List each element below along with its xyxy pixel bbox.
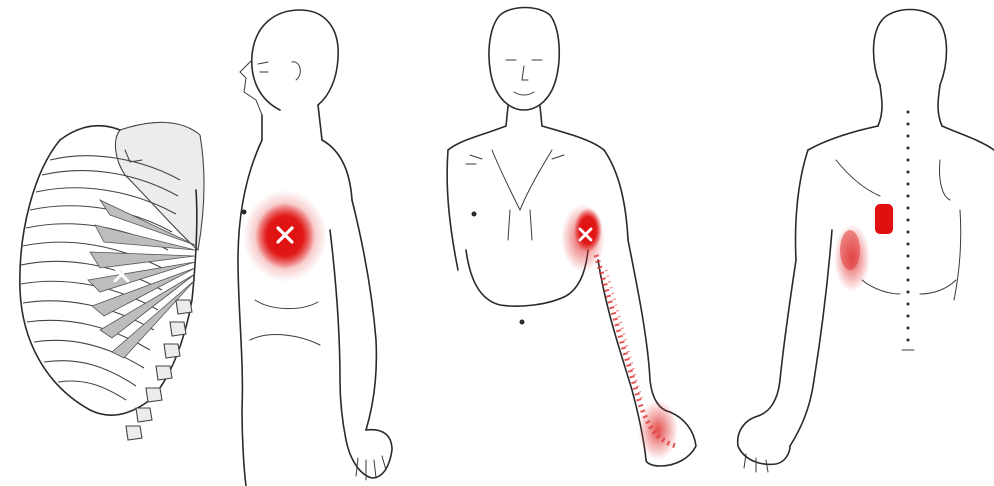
front-view-panel bbox=[447, 8, 696, 467]
arm-outline bbox=[352, 200, 376, 430]
head-outline bbox=[874, 10, 947, 86]
spine-line bbox=[907, 111, 910, 342]
torso-outline bbox=[238, 140, 262, 486]
pain-area bbox=[834, 204, 893, 292]
pain-area bbox=[561, 204, 678, 460]
arm-outline bbox=[758, 260, 796, 416]
back-view-panel bbox=[738, 10, 994, 473]
side-view-panel bbox=[238, 10, 392, 486]
rib-cage-panel bbox=[20, 122, 204, 440]
arm-outline bbox=[628, 240, 670, 412]
head-outline bbox=[252, 10, 338, 110]
